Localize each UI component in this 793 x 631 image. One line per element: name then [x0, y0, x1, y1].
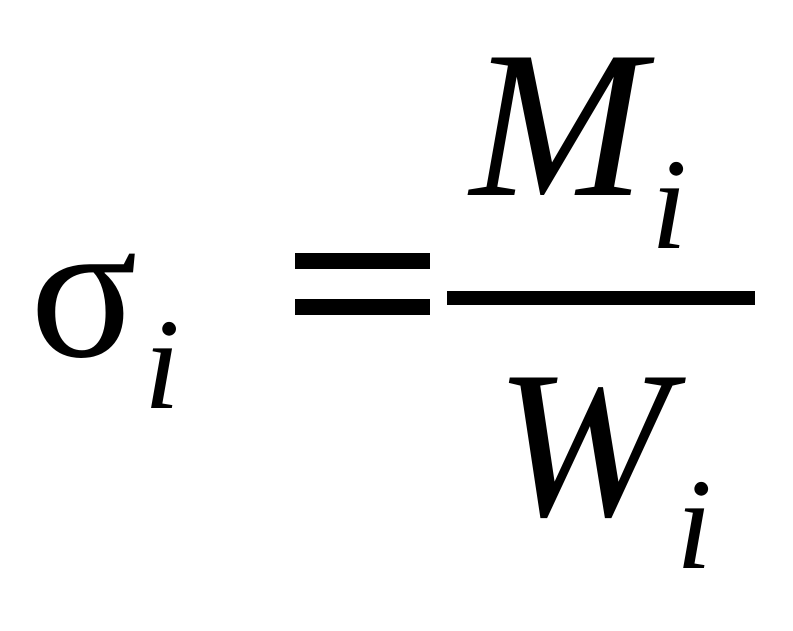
- denominator-subscript: i: [675, 453, 713, 597]
- fraction-bar: [447, 291, 755, 305]
- denominator: W: [495, 329, 670, 561]
- sigma-symbol: σ: [30, 179, 138, 400]
- numerator: M: [470, 9, 645, 241]
- numerator-subscript: i: [650, 133, 688, 277]
- numerator-group: M i: [470, 9, 687, 270]
- equals-sign: [295, 245, 430, 325]
- lhs-group: σ i: [30, 179, 180, 431]
- sigma-subscript: i: [143, 293, 180, 437]
- denominator-group: W i: [495, 329, 712, 590]
